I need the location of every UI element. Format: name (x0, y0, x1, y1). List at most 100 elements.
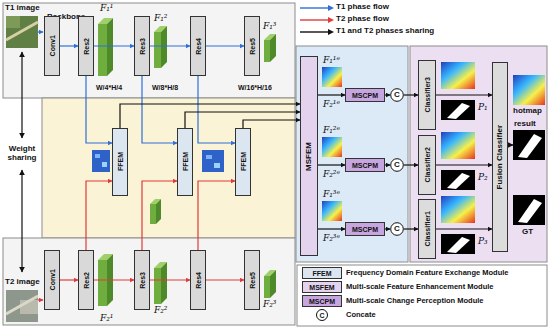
connector-arrow (385, 228, 390, 229)
panel-region: BackboneConv1Res2Res3Res4Res5 (3, 3, 295, 98)
feature-block (107, 18, 113, 76)
box-label: Classifier3 (424, 77, 431, 112)
note-label: Weight sharing (2, 144, 42, 162)
box-label: Res5 (249, 38, 256, 55)
concat-circle: C (390, 158, 404, 172)
concat-circle: C (390, 88, 404, 102)
legend-sample: C (316, 309, 328, 321)
feature-block (161, 262, 167, 304)
t1-satellite-image (6, 16, 38, 48)
feature-label: F₁¹ (100, 4, 113, 13)
box-label: Res4 (195, 272, 202, 289)
connector-arrow (385, 164, 390, 165)
connector-arrow (60, 45, 78, 46)
input-arrow (38, 31, 43, 32)
backbone-panel (3, 238, 295, 325)
output-label: hotmap (513, 107, 542, 115)
connector-arrow (185, 112, 300, 128)
feature-block (270, 270, 276, 298)
legend-text: T1 and T2 phases sharing (336, 27, 434, 35)
feature-label: F₂¹ (100, 314, 113, 323)
legend-sample-label: MSFEM (309, 284, 334, 291)
feature-label: F₁² (154, 14, 167, 23)
output-label: GT (522, 228, 533, 236)
connector-arrow (120, 104, 300, 128)
legend-arrowhead (328, 29, 334, 35)
t2-satellite-image (6, 290, 38, 322)
connector-arrow (436, 164, 492, 165)
enhanced-feature-map (322, 137, 342, 157)
binary-change-map (441, 234, 475, 254)
legend-text: T2 phase flow (336, 15, 389, 23)
box-label: C (394, 161, 400, 169)
backbone-panel (3, 3, 295, 98)
connector-arrow (436, 228, 492, 229)
connector-arrow (198, 181, 235, 250)
backbone-block: Conv1 (44, 250, 60, 310)
output-label: P₃ (478, 237, 488, 246)
connector-arrow (404, 164, 418, 165)
box-label: Classifier2 (424, 147, 431, 182)
probability-heatmap (513, 75, 545, 105)
backbone-block: Res2 (78, 16, 94, 76)
backbone-block: Conv1 (44, 16, 60, 76)
module-box: FFEM (235, 128, 251, 196)
backbone-block: Res5 (244, 16, 260, 76)
weight-sharing-arrow (21, 52, 22, 138)
t1-satellite-image (6, 22, 38, 40)
classifier-panel (410, 46, 547, 262)
box-label: MSCPM (352, 162, 378, 169)
frequency-map (202, 150, 224, 172)
module-box: MSCPM (345, 222, 385, 236)
classifier-box: Classifier1 (418, 199, 436, 259)
feature-block (98, 24, 107, 76)
legend-arrowhead (328, 17, 334, 23)
dimension-label: W/8*H/8 (152, 84, 178, 91)
connector-arrow (86, 181, 112, 250)
legend-arrowhead (328, 5, 334, 11)
legend-text: Multi-scale Change Perception Module (346, 297, 484, 305)
module-box: MSFEM (300, 56, 318, 256)
frequency-map (102, 162, 107, 167)
legend-line-sample (300, 16, 334, 24)
box-label: C (394, 225, 400, 233)
box-label: Res3 (139, 272, 146, 289)
weight-sharing-band (42, 98, 295, 238)
legend-sample-label: FFEM (312, 270, 331, 277)
feature-label: F₂² (154, 306, 167, 315)
box-label: C (394, 91, 400, 99)
t1-satellite-image (6, 16, 20, 28)
concat-circle: C (390, 222, 404, 236)
dimension-label: W/16*H/16 (238, 84, 272, 91)
classifier-box: Fusion Classifier (492, 62, 508, 252)
feature-block (150, 204, 156, 224)
connector-arrow (60, 279, 78, 280)
box-label: FFEM (182, 152, 189, 171)
enhanced-feature-map (322, 67, 342, 87)
feature-label: F₂³ᵉ (323, 234, 340, 243)
output-label: P₁ (478, 103, 488, 112)
feature-block (264, 276, 270, 298)
feature-block (154, 32, 161, 68)
backbone-block: Res5 (244, 250, 260, 310)
module-box: FFEM (177, 128, 193, 196)
legend-sample-label: MSCPM (309, 298, 335, 305)
box-label: MSCPM (352, 226, 378, 233)
feature-block (264, 40, 270, 62)
box-label: FFEM (117, 152, 124, 171)
legend-sample-label: C (319, 312, 324, 319)
connector-arrow (94, 45, 134, 46)
binary-change-map (447, 173, 470, 189)
concat-circle-outline (317, 310, 328, 321)
connector-arrow (404, 228, 418, 229)
output-label: P₂ (478, 173, 488, 182)
concat-circle-outline (391, 89, 404, 102)
connector-arrow (318, 164, 345, 165)
concat-circle-outline (391, 159, 404, 172)
legend-text: Multi-scale Feature Enhancement Module (346, 283, 494, 291)
binary-change-map (513, 130, 545, 160)
input-arrow (38, 299, 43, 300)
box-label: Res5 (249, 272, 256, 289)
feature-block (156, 199, 161, 224)
connector-arrow (150, 45, 190, 46)
